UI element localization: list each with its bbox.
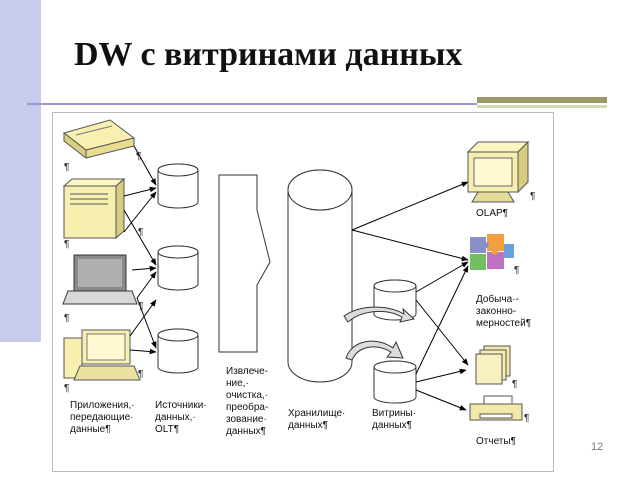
pilcrow-mark: ¶ — [138, 227, 144, 238]
laptop-icon — [62, 254, 138, 305]
source-db-cylinders — [157, 163, 199, 374]
data-mining-puzzle-icon — [470, 234, 514, 270]
data-mart-cylinders — [373, 279, 417, 404]
title-underline-accent — [477, 97, 607, 103]
data-warehouse-cylinder — [287, 169, 353, 383]
pilcrow-mark: ¶ — [136, 151, 142, 162]
pilcrow-mark: ¶ — [64, 239, 70, 250]
slide-sidebar-accent — [0, 0, 41, 342]
printer-icon — [469, 395, 523, 421]
pilcrow-mark: ¶ — [514, 265, 520, 276]
olap-monitor-icon — [466, 140, 530, 203]
pilcrow-mark: ¶ — [64, 383, 70, 394]
pilcrow-mark: ¶ — [64, 313, 70, 324]
pilcrow-mark: ¶ — [524, 413, 530, 424]
pilcrow-mark: ¶ — [64, 162, 70, 173]
etl-block-arrow — [218, 174, 271, 353]
storage-to-mart-curved-arrows — [343, 306, 416, 361]
label-mining: Добыча·- законно- мерностей¶ — [476, 294, 532, 329]
source-to-db-arrows — [123, 145, 157, 355]
pilcrow-mark: ¶ — [138, 369, 144, 380]
pilcrow-mark: ¶ — [512, 379, 518, 390]
slide-title: DW с витринами данных — [74, 36, 463, 73]
label-storage: Хранилище· данных¶ — [288, 408, 346, 431]
label-reports: Отчеты¶ — [476, 436, 516, 447]
output-arrows — [351, 181, 469, 411]
page-number: 12 — [591, 441, 604, 453]
label-marts: Витрины· данных¶ — [372, 408, 417, 431]
pilcrow-mark: ¶ — [530, 191, 536, 202]
title-underline — [27, 103, 477, 105]
label-sources: Источники· данных,· OLT¶ — [155, 400, 207, 435]
desktop-computer-icon — [63, 329, 141, 381]
title-underline-accent-light — [477, 105, 607, 108]
scanner-icon — [62, 119, 136, 160]
label-apps: Приложения,· передающие· данные¶ — [70, 400, 135, 435]
label-extract: Извлече- ние,· очистка,· преобра- зовани… — [226, 366, 269, 437]
server-tower-icon — [62, 177, 126, 240]
reports-stack-icon — [475, 345, 511, 385]
label-olap: OLAP¶ — [476, 208, 509, 219]
pilcrow-mark: ¶ — [138, 301, 144, 312]
